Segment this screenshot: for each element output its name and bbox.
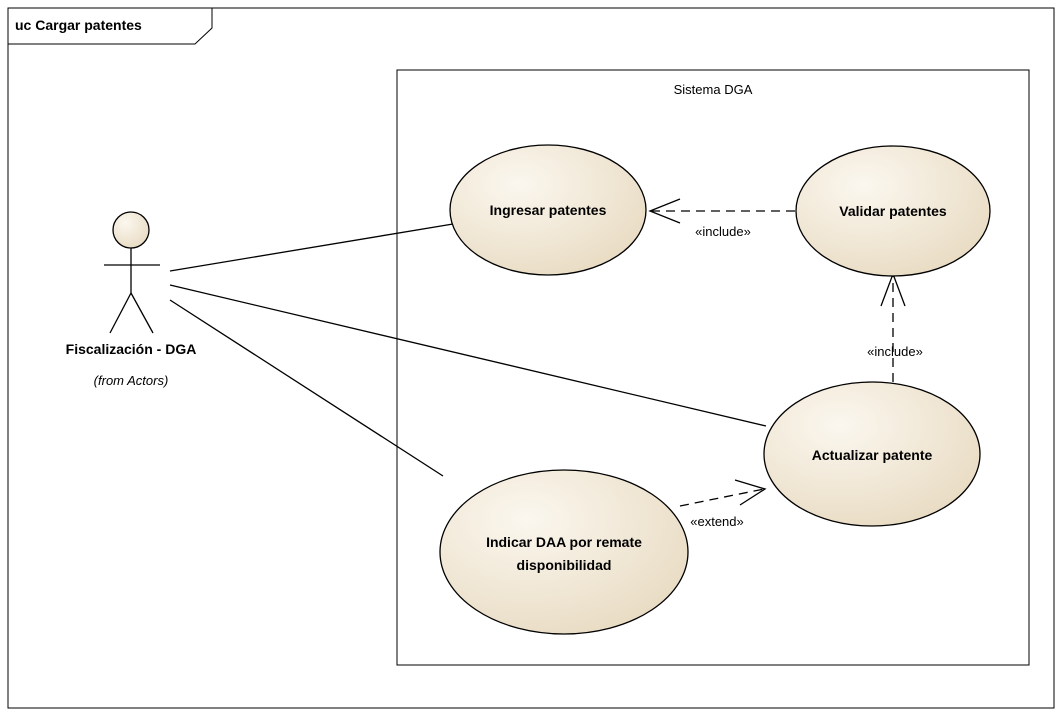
- extend-label: «extend»: [690, 514, 744, 529]
- use-case-actualizar-label: Actualizar patente: [812, 447, 933, 463]
- use-case-validar-patentes[interactable]: Validar patentes: [795, 145, 991, 277]
- include-validar-ingresar-arrowhead: [648, 198, 681, 224]
- extend-indicar-actualizar-arrowhead: [734, 479, 767, 506]
- actor-origin: (from Actors): [94, 373, 169, 388]
- frame-title: uc Cargar patentes: [15, 17, 142, 33]
- include-label-1: «include»: [695, 224, 751, 239]
- actor-head: [112, 211, 150, 249]
- actor-left-leg: [109, 292, 132, 334]
- association-indicar: [169, 299, 444, 477]
- use-case-ingresar-patentes[interactable]: Ingresar patentes: [449, 144, 647, 276]
- use-case-indicar-label-line2: disponibilidad: [517, 557, 612, 573]
- include-label-2: «include»: [867, 344, 923, 359]
- use-case-actualizar-patente[interactable]: Actualizar patente: [763, 381, 981, 527]
- association-ingresar: [169, 223, 454, 272]
- use-case-indicar-label-line1: Indicar DAA por remate: [486, 534, 642, 550]
- actor-name: Fiscalización - DGA: [66, 341, 197, 357]
- association-actualizar: [169, 284, 767, 427]
- use-case-validar-label: Validar patentes: [839, 203, 947, 219]
- use-case-ingresar-label: Ingresar patentes: [490, 202, 607, 218]
- use-case-indicar-daa[interactable]: Indicar DAA por remate disponibilidad: [439, 469, 689, 635]
- system-title: Sistema DGA: [674, 82, 753, 97]
- actor-fiscalizacion[interactable]: [104, 211, 160, 334]
- diagram-frame: [7, 7, 1055, 709]
- actor-right-leg: [130, 292, 154, 334]
- frame-title-tab: [7, 7, 213, 45]
